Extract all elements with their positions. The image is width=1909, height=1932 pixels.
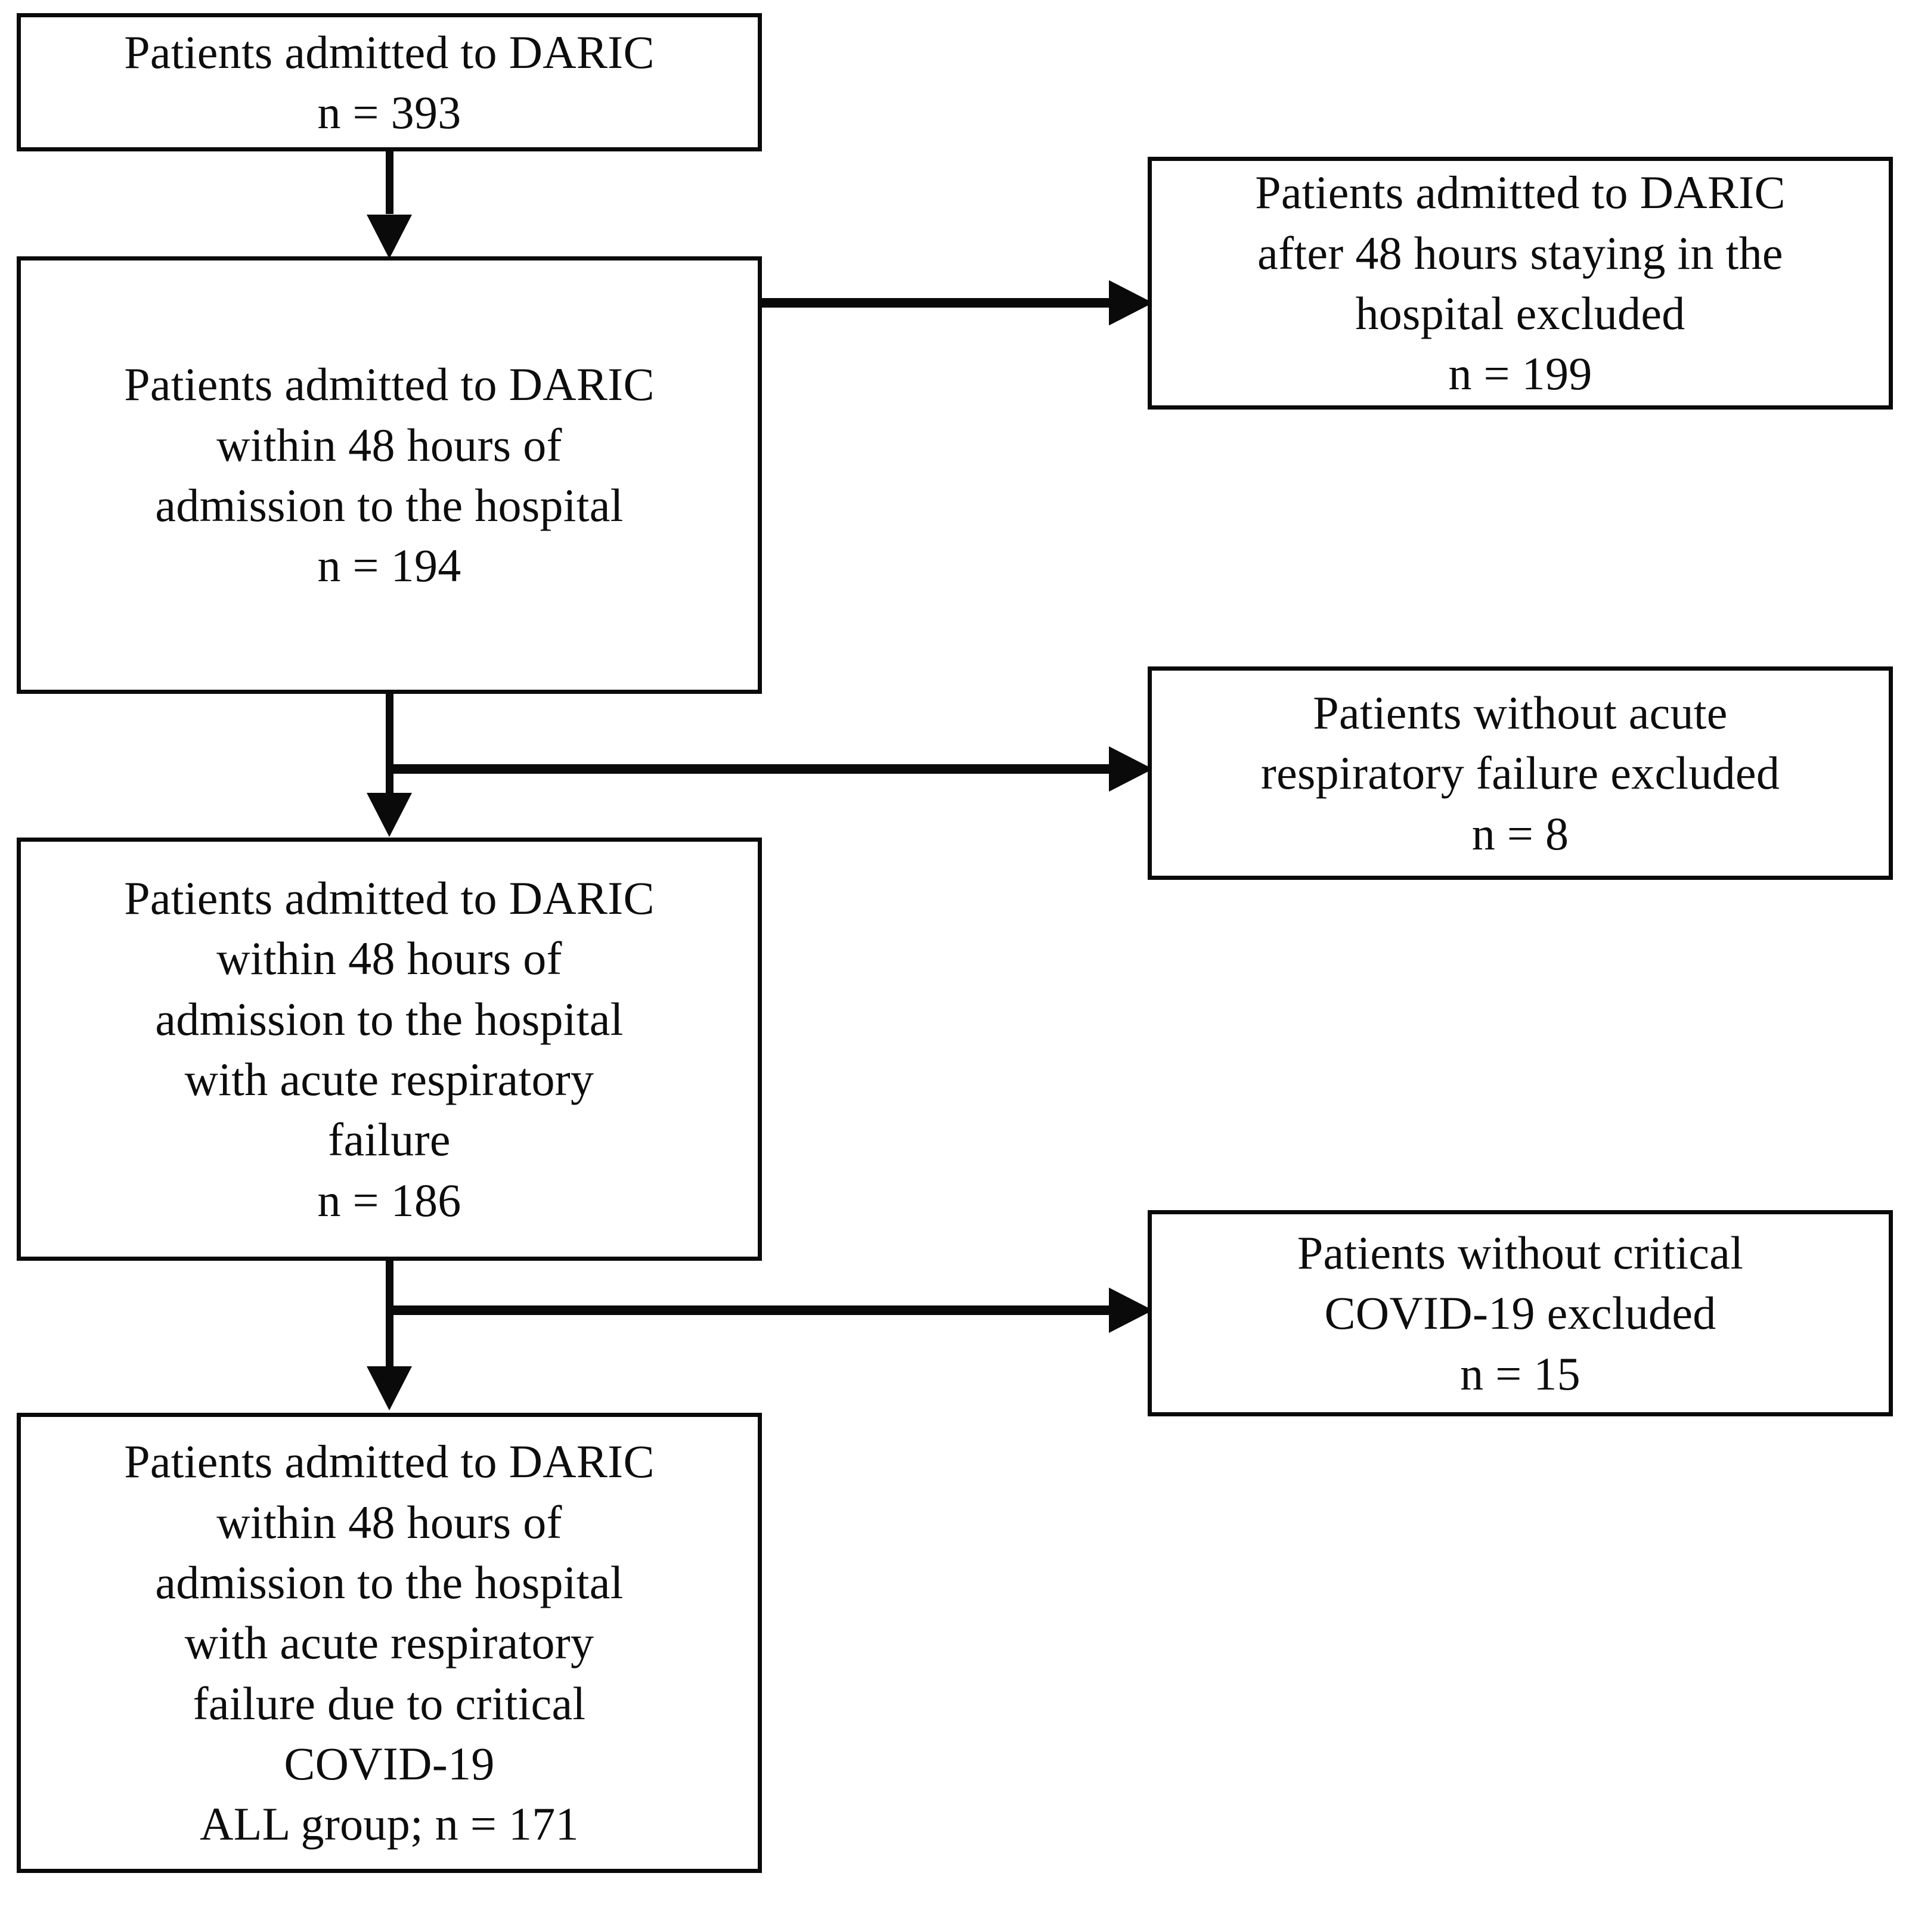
connector-2-vertical-lower [386, 764, 393, 794]
flow-node-4-text: Patients admitted to DARIC within 48 hou… [124, 1435, 655, 1850]
exclusion-node-after-48-hours: Patients admitted to DARIC after 48 hour… [1148, 157, 1893, 410]
connector-1-arrowhead-right [1109, 280, 1153, 325]
flow-node-3-text: Patients admitted to DARIC within 48 hou… [124, 872, 655, 1226]
flow-node-with-acute-respiratory-failure: Patients admitted to DARIC within 48 hou… [17, 838, 762, 1261]
exclusion-node-2-text: Patients without acute respiratory failu… [1260, 686, 1780, 860]
connector-3-arrowhead-down [367, 1366, 412, 1410]
exclusion-node-1-text: Patients admitted to DARIC after 48 hour… [1255, 166, 1786, 400]
connector-3-horizontal-branch [386, 1305, 1114, 1315]
connector-1-arrowhead-down [367, 215, 412, 259]
flow-node-admitted-within-48h: Patients admitted to DARIC within 48 hou… [17, 256, 762, 694]
flow-node-all-group-final: Patients admitted to DARIC within 48 hou… [17, 1413, 762, 1873]
connector-3-vertical-lower [386, 1305, 393, 1366]
connector-2-vertical-upper [386, 691, 393, 769]
connector-3-arrowhead-right [1109, 1288, 1153, 1333]
exclusion-node-3-text: Patients without critical COVID-19 exclu… [1297, 1226, 1744, 1400]
connector-2-arrowhead-down [367, 793, 412, 837]
exclusion-node-without-acute-respiratory-failure: Patients without acute respiratory failu… [1148, 666, 1893, 880]
connector-1-vertical-upper [386, 149, 393, 214]
connector-2-arrowhead-right [1109, 746, 1153, 792]
flow-node-patients-admitted-daric: Patients admitted to DARIC n = 393 [17, 13, 762, 151]
exclusion-node-without-critical-covid19: Patients without critical COVID-19 exclu… [1148, 1210, 1893, 1416]
flow-node-2-text: Patients admitted to DARIC within 48 hou… [124, 358, 655, 592]
connector-2-horizontal-branch [386, 764, 1114, 774]
flow-node-1-text: Patients admitted to DARIC n = 393 [124, 26, 655, 138]
